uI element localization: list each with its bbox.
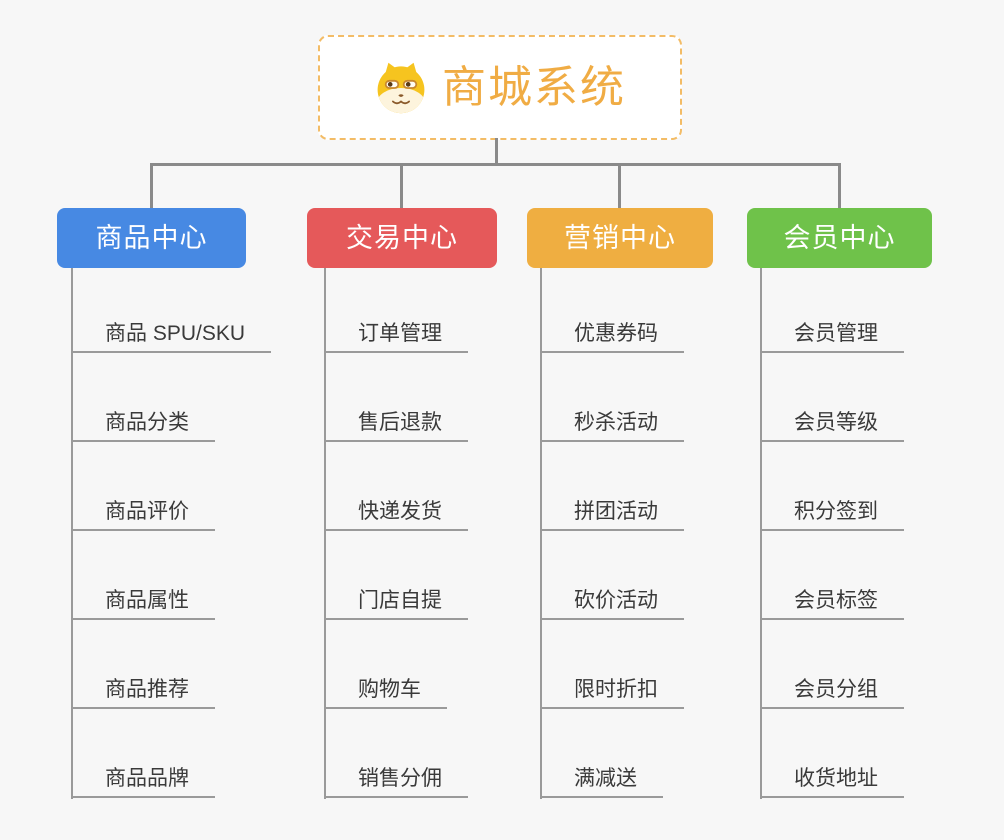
- leaf-node[interactable]: 门店自提: [324, 588, 468, 620]
- leaf-node[interactable]: 商品属性: [71, 588, 215, 620]
- leaf-node[interactable]: 收货地址: [760, 766, 904, 798]
- connector-drop-member: [838, 163, 841, 208]
- branch-node-trade-center[interactable]: 交易中心: [307, 208, 497, 268]
- leaf-node[interactable]: 会员分组: [760, 677, 904, 709]
- leaf-node[interactable]: 满减送: [540, 766, 663, 798]
- branch-node-member-center[interactable]: 会员中心: [747, 208, 932, 268]
- leaf-node[interactable]: 会员标签: [760, 588, 904, 620]
- connector-drop-trade: [400, 163, 403, 208]
- connector-root-stem: [495, 138, 498, 165]
- spine-trade-center: [324, 268, 326, 799]
- leaf-node[interactable]: 订单管理: [324, 321, 468, 353]
- leaf-node[interactable]: 快递发货: [324, 499, 468, 531]
- leaf-node[interactable]: 商品 SPU/SKU: [71, 321, 272, 353]
- leaf-node[interactable]: 会员管理: [760, 321, 904, 353]
- leaf-node[interactable]: 限时折扣: [540, 677, 684, 709]
- leaf-node[interactable]: 积分签到: [760, 499, 904, 531]
- branch-node-product-center[interactable]: 商品中心: [57, 208, 246, 268]
- leaf-node[interactable]: 秒杀活动: [540, 410, 684, 442]
- spine-marketing-center: [540, 268, 542, 799]
- leaf-node[interactable]: 销售分佣: [324, 766, 468, 798]
- leaf-node[interactable]: 商品评价: [71, 499, 215, 531]
- leaf-node[interactable]: 会员等级: [760, 410, 904, 442]
- connector-drop-marketing: [618, 163, 621, 208]
- branch-node-marketing-center[interactable]: 营销中心: [527, 208, 713, 268]
- leaf-node[interactable]: 优惠券码: [540, 321, 684, 353]
- connector-drop-product: [150, 163, 153, 208]
- leaf-node[interactable]: 商品品牌: [71, 766, 215, 798]
- leaf-node[interactable]: 砍价活动: [540, 588, 684, 620]
- leaf-node[interactable]: 售后退款: [324, 410, 468, 442]
- root-node[interactable]: 商城系统: [318, 35, 682, 140]
- dog-face-icon: [377, 62, 425, 113]
- leaf-node[interactable]: 拼团活动: [540, 499, 684, 531]
- spine-product-center: [71, 268, 73, 799]
- spine-member-center: [760, 268, 762, 799]
- connector-bus: [150, 163, 840, 166]
- leaf-node[interactable]: 商品推荐: [71, 677, 215, 709]
- root-title: 商城系统: [442, 62, 626, 112]
- leaf-node[interactable]: 购物车: [324, 677, 447, 709]
- leaf-node[interactable]: 商品分类: [71, 410, 215, 442]
